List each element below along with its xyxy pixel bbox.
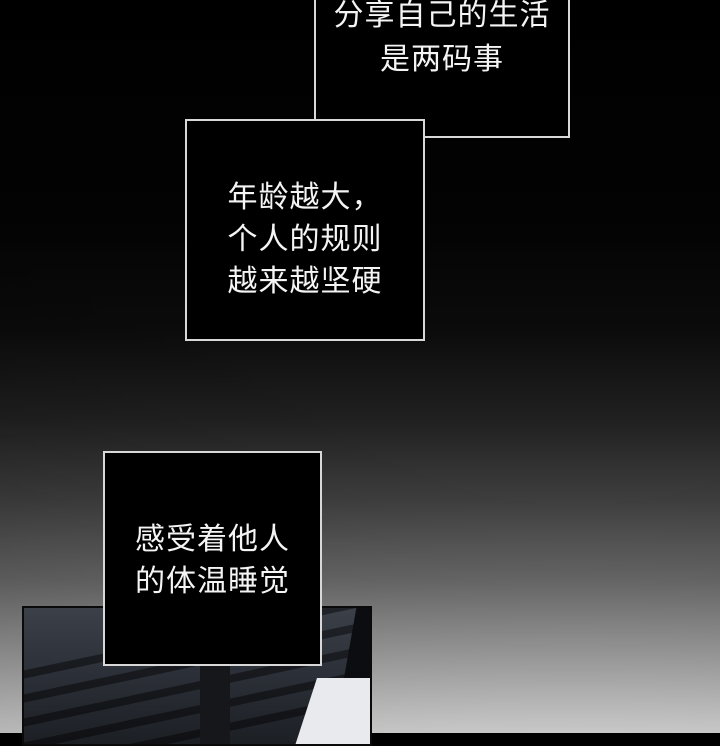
caption-box-top: 分享自己的生活 是两码事	[314, 0, 570, 138]
caption-middle-line-1: 年龄越大，	[227, 180, 383, 215]
caption-box-middle: 年龄越大， 个人的规则 越来越坚硬	[185, 119, 425, 341]
caption-middle-line-3: 越来越坚硬	[227, 264, 383, 299]
caption-top-line-1: 分享自己的生活	[333, 0, 551, 33]
caption-lower-line-2: 的体温睡觉	[135, 563, 290, 599]
caption-top-line-2: 是两码事	[380, 42, 504, 77]
caption-joint	[316, 121, 423, 136]
caption-lower-line-1: 感受着他人	[135, 521, 290, 557]
caption-middle-line-2: 个人的规则	[227, 222, 383, 257]
caption-box-lower: 感受着他人 的体温睡觉	[103, 451, 322, 666]
